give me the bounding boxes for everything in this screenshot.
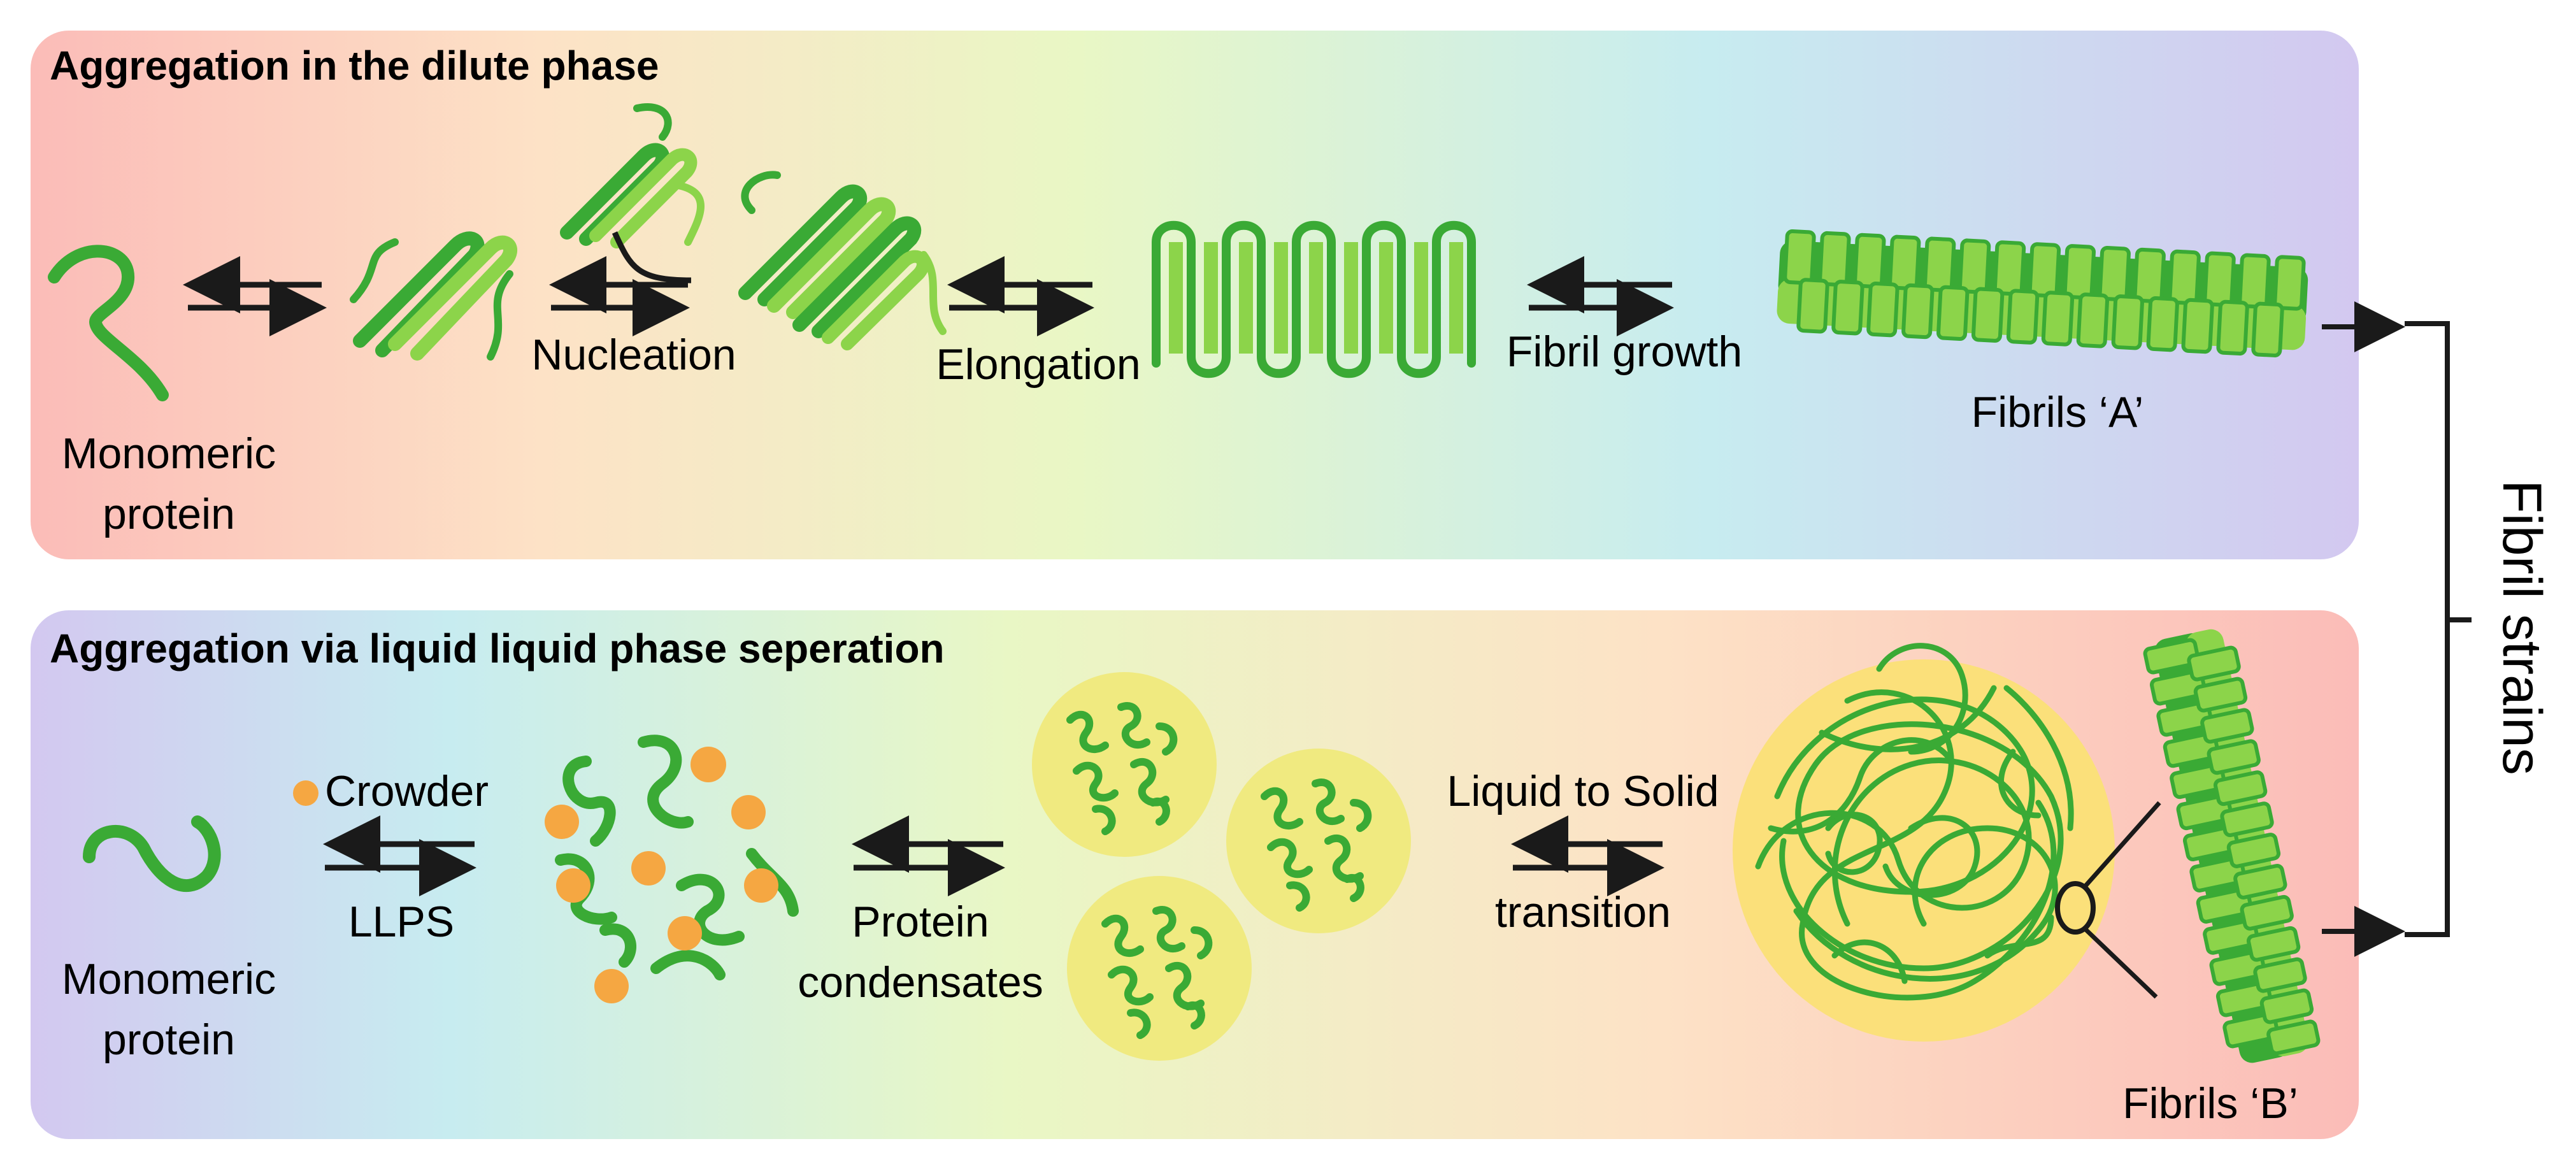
dilute-phase-panel: Aggregation in the dilute phase Monomeri… xyxy=(31,31,2359,559)
bottom-monomer-label-line2: protein xyxy=(103,1015,235,1064)
condensates-label-line2: condensates xyxy=(798,958,1043,1007)
fibril-b-icon xyxy=(2143,629,2321,1063)
condensate-droplet xyxy=(1226,749,1411,933)
equilibrium-arrows-elongation xyxy=(947,256,1094,336)
bottom-monomer-label-line1: Monomeric xyxy=(62,955,276,1003)
zoom-region-marker xyxy=(2055,881,2096,935)
cross-beta-sheet-icon xyxy=(1152,220,1476,378)
top-panel-title: Aggregation in the dilute phase xyxy=(50,43,659,89)
llps-panel: Aggregation via liquid liquid phase sepe… xyxy=(31,610,2359,1139)
condensate-droplet xyxy=(1067,876,1252,1061)
condensates-label-line1: Protein xyxy=(852,898,989,946)
top-monomer-label-line2: protein xyxy=(103,490,235,538)
fibril-strains-label: Fibril strains xyxy=(2491,480,2552,775)
top-monomer-label-line1: Monomeric xyxy=(62,429,276,478)
fibril-a-icon xyxy=(1777,229,2308,357)
crowder-dot-icon xyxy=(293,780,318,806)
transition-label-line2: transition xyxy=(1495,888,1671,936)
elongation-label: Elongation xyxy=(936,340,1140,389)
protein-crowder-mixture xyxy=(545,735,799,1003)
equilibrium-arrows-llps xyxy=(323,815,476,896)
transition-label-line1: Liquid to Solid xyxy=(1447,767,1719,815)
equilibrium-arrows-nucleation xyxy=(549,231,692,336)
fibril-strains-bracket: Fibril strains xyxy=(2322,301,2552,957)
nucleation-label: Nucleation xyxy=(531,331,736,379)
monomer-protein-icon xyxy=(48,245,169,401)
llps-label: LLPS xyxy=(348,898,454,946)
oligomer-hairpin-icon xyxy=(350,231,517,361)
equilibrium-arrows-condensates xyxy=(852,815,1005,896)
condensate-droplet xyxy=(1032,672,1217,857)
bottom-panel-title: Aggregation via liquid liquid phase sepe… xyxy=(50,626,945,671)
equilibrium-arrows-1 xyxy=(183,256,327,336)
fibril-growth-label: Fibril growth xyxy=(1506,327,1742,376)
nucleus-icon xyxy=(560,103,705,248)
equilibrium-arrows-fibril-growth xyxy=(1527,256,1674,336)
oligomer-stack-icon xyxy=(738,171,947,350)
solid-aggregate-icon xyxy=(1733,643,2161,1042)
crowder-label: Crowder xyxy=(325,767,489,815)
equilibrium-arrows-transition xyxy=(1511,815,1664,896)
fibrils-a-label: Fibrils ‘A’ xyxy=(1971,388,2144,436)
fibrils-b-label: Fibrils ‘B’ xyxy=(2122,1079,2298,1128)
bottom-monomer-protein-icon xyxy=(83,815,221,893)
